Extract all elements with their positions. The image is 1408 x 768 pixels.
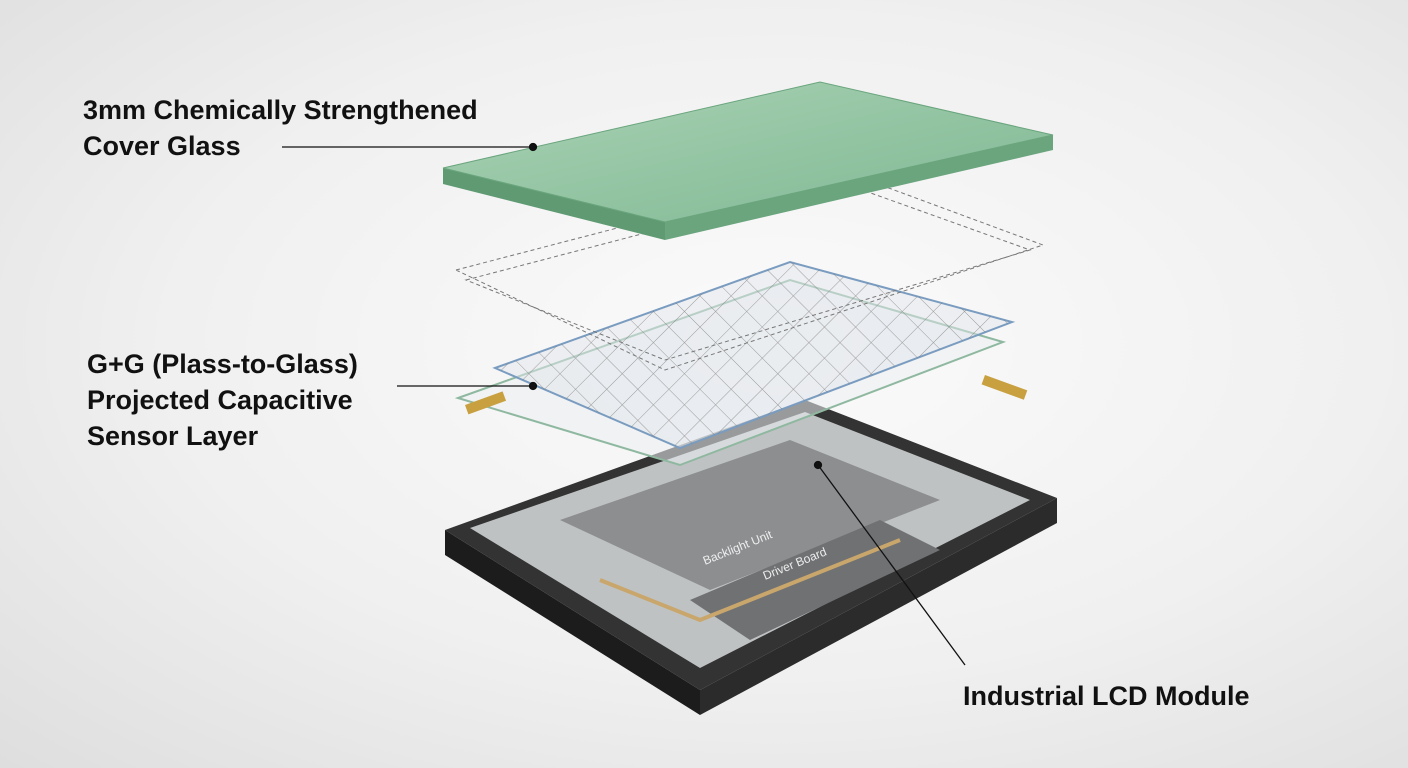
cover-glass-label: 3mm Chemically Strengthened Cover Glass (83, 95, 478, 161)
cover-glass (442, 81, 1054, 240)
lcd-module-label: Industrial LCD Module (963, 681, 1250, 711)
adhesive-frame (454, 169, 1045, 371)
backlight-unit (560, 440, 940, 590)
sensor-layer-label: G+G (Plass-to-Glass) Projected Capacitiv… (87, 349, 358, 451)
lcd-module: Backlight Unit Driver Board (445, 400, 1057, 715)
sensor-layer (454, 260, 1028, 467)
leader-lines (282, 142, 966, 666)
